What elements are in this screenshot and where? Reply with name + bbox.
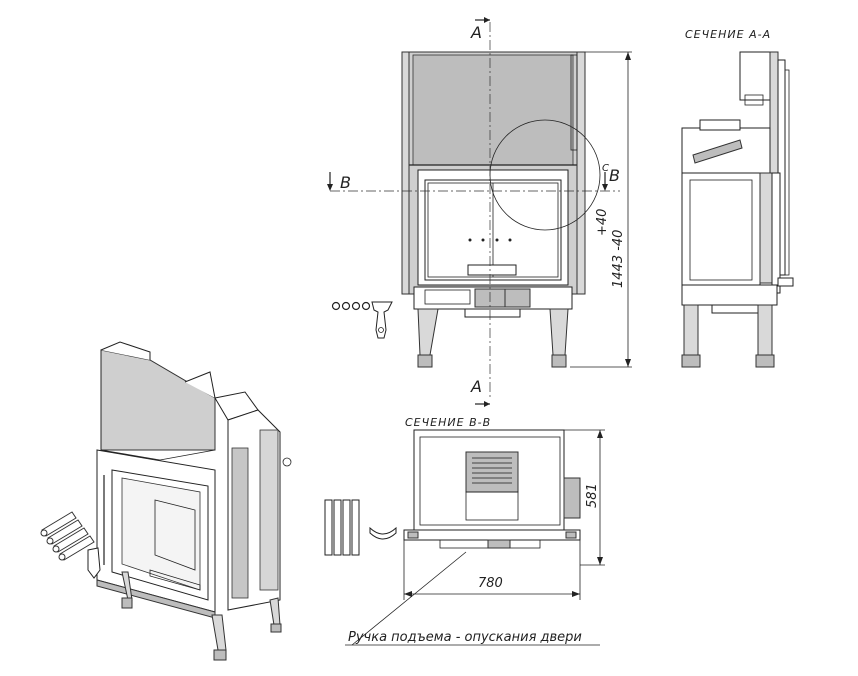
dim-depth: 581 — [585, 483, 600, 508]
cut-b-left-label: B — [340, 173, 351, 192]
section-bb-title: СЕЧЕНИЕ В-В — [405, 416, 491, 429]
cut-b-right-label: B — [609, 166, 620, 185]
section-bb-view — [345, 429, 605, 646]
isometric-view — [40, 341, 292, 661]
handle-caption: Ручка подъема - опускания двери — [348, 630, 582, 645]
dim-height-tolerance: +40 — [595, 209, 610, 236]
accessory-bars — [324, 499, 397, 556]
front-view — [327, 17, 632, 407]
dim-width: 780 — [478, 576, 503, 591]
dim-height: 1443 -40 — [611, 230, 626, 288]
section-aa-view — [681, 51, 794, 368]
accessory-rings — [331, 301, 393, 339]
section-aa-title: СЕЧЕНИЕ А-А — [685, 28, 771, 41]
cut-a-top-label: A — [470, 23, 482, 42]
detail-c-label: C — [602, 163, 609, 174]
cut-a-bottom-label: A — [470, 377, 482, 396]
